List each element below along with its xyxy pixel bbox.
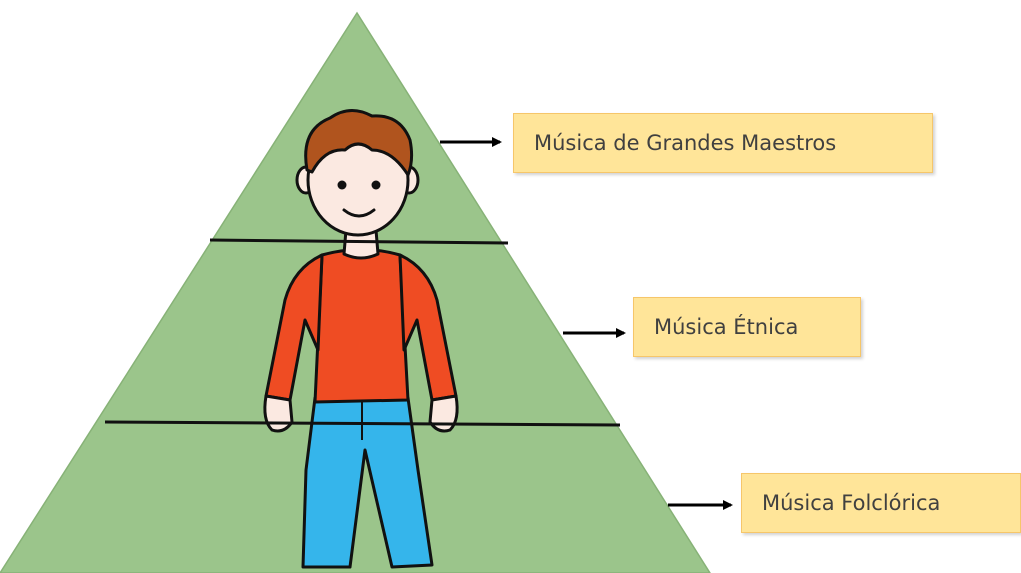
level-label-top: Música de Grandes Maestros [513,113,933,173]
level-label-bottom: Música Folclórica [741,473,1021,533]
level-divider-top [209,238,509,245]
level-label-middle: Música Étnica [633,297,861,357]
child-figure-icon [263,109,459,569]
level-divider-bottom [104,420,621,427]
